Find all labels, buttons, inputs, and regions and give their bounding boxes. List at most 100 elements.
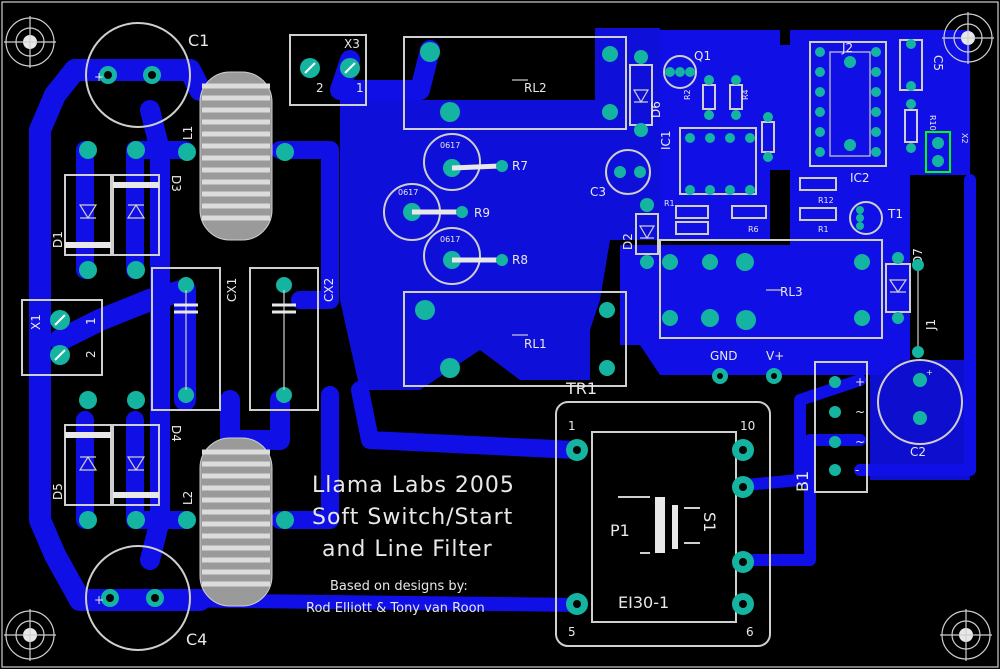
terminal-x1: X1 1 2 bbox=[21, 299, 103, 376]
terminal-x3: X3 2 1 bbox=[289, 34, 367, 106]
resistor-r4: R4 bbox=[729, 75, 750, 120]
polarity-mark: + bbox=[926, 368, 933, 377]
tr1-pin-10: 10 bbox=[740, 419, 755, 433]
label-r10: R10 bbox=[928, 115, 937, 131]
relay-rl1: RL1 bbox=[403, 291, 627, 387]
label-vplus: V+ bbox=[766, 349, 784, 363]
label-c4: C4 bbox=[186, 630, 207, 649]
mount-hole-tr-icon bbox=[942, 12, 994, 64]
capacitor-c3: C3 bbox=[590, 149, 651, 199]
label-x1: X1 bbox=[29, 314, 43, 330]
board-title: Llama Labs 2005 Soft Switch/Start and Li… bbox=[306, 473, 515, 616]
label-r1: R1 bbox=[664, 199, 675, 208]
label-d1: D1 bbox=[51, 231, 65, 248]
therm-code: 0617 bbox=[440, 141, 460, 150]
label-r6: R6 bbox=[748, 225, 759, 234]
label-cx2: CX2 bbox=[322, 278, 336, 302]
label-t1: T1 bbox=[887, 207, 903, 221]
ic1: IC1 bbox=[659, 127, 757, 195]
x1-pin-1: 1 bbox=[84, 317, 98, 325]
therm-code: 0617 bbox=[440, 235, 460, 244]
terminal-x2: X2 bbox=[925, 131, 969, 173]
resistor-r1-left: R1 bbox=[664, 199, 709, 219]
label-b1: B1 bbox=[793, 471, 812, 492]
inductor-l1: L1 bbox=[178, 71, 294, 241]
resistor-r12: R12 bbox=[799, 177, 837, 205]
copper-layer bbox=[29, 28, 976, 612]
label-j1: J1 bbox=[924, 319, 938, 331]
capacitor-c5: C5 bbox=[899, 39, 945, 91]
tr1-pin-6: 6 bbox=[746, 625, 754, 639]
thermistor-r9: 0617 R9 bbox=[383, 183, 490, 241]
bridge-ac1: ~ bbox=[855, 405, 865, 419]
mount-hole-tl-icon bbox=[4, 16, 56, 68]
connector-j2: J2 bbox=[809, 41, 887, 167]
credit-line-2: Rod Elliott & Tony van Roon bbox=[306, 601, 485, 616]
x3-pin-2: 2 bbox=[316, 81, 324, 95]
label-r8: R8 bbox=[512, 253, 528, 267]
credit-line-1: Based on designs by: bbox=[330, 579, 468, 594]
capacitor-cx1: CX1 bbox=[151, 267, 239, 411]
capacitor-cx2: CX2 bbox=[249, 267, 336, 411]
label-r1: R1 bbox=[818, 225, 829, 234]
bridge-b1: + ~ ~ - B1 bbox=[793, 361, 868, 493]
diode-d3: D3 bbox=[112, 141, 183, 279]
label-l1: L1 bbox=[181, 126, 195, 140]
label-r9: R9 bbox=[474, 206, 490, 220]
resistor-r5 bbox=[761, 112, 775, 162]
resistor-r1-right: R1 bbox=[799, 207, 837, 234]
label-r2: R2 bbox=[683, 89, 692, 100]
label-x3: X3 bbox=[344, 37, 360, 51]
title-line-2: Soft Switch/Start bbox=[312, 505, 513, 530]
jumper-j1: J1 bbox=[912, 259, 938, 358]
label-j2: J2 bbox=[841, 41, 853, 55]
transformer-tr1: TR1 1 10 5 6 P1 S1 EI30-1 bbox=[555, 379, 771, 647]
capacitor-c4: + C4 bbox=[85, 545, 207, 651]
label-ei30: EI30-1 bbox=[618, 593, 669, 612]
label-l2: L2 bbox=[181, 491, 195, 505]
pad-gnd: GND bbox=[710, 349, 738, 384]
label-q1: Q1 bbox=[694, 49, 711, 63]
label-x2: X2 bbox=[960, 133, 969, 144]
label-r4: R4 bbox=[741, 89, 750, 100]
label-rl2: RL2 bbox=[524, 81, 547, 95]
diode-d2: D2 bbox=[621, 198, 659, 269]
x3-pin-1: 1 bbox=[356, 81, 364, 95]
mount-hole-br-icon bbox=[940, 609, 992, 661]
relay-rl2: RL2 bbox=[403, 36, 627, 130]
resistor-r3 bbox=[675, 221, 709, 235]
label-s1: S1 bbox=[700, 512, 719, 532]
label-r12: R12 bbox=[818, 196, 834, 205]
inductor-l2: L2 bbox=[178, 437, 294, 607]
diode-d1: D1 bbox=[51, 141, 112, 279]
resistor-r6: R6 bbox=[731, 205, 767, 234]
label-d4: D4 bbox=[169, 425, 183, 442]
relay-rl3: RL3 bbox=[659, 239, 883, 339]
tr1-pin-1: 1 bbox=[568, 419, 576, 433]
title-line-3: and Line Filter bbox=[322, 537, 493, 562]
tr1-pin-5: 5 bbox=[568, 625, 576, 639]
diode-d7: D7 bbox=[885, 248, 925, 324]
diode-d5: D5 bbox=[51, 391, 112, 529]
bridge-ac2: ~ bbox=[855, 435, 865, 449]
pad-vplus: V+ bbox=[766, 349, 784, 384]
resistor-r2: R2 bbox=[683, 75, 716, 120]
label-c3: C3 bbox=[590, 185, 606, 199]
resistor-r10: R10 bbox=[904, 99, 937, 153]
diode-d6: D6 bbox=[629, 50, 663, 137]
label-c1: C1 bbox=[188, 31, 209, 50]
polarity-mark: + bbox=[94, 593, 104, 607]
therm-code: 0617 bbox=[398, 188, 418, 197]
ic2: IC2 bbox=[850, 171, 870, 185]
x1-pin-2: 2 bbox=[84, 350, 98, 358]
label-rl3: RL3 bbox=[780, 285, 803, 299]
transistor-q1: Q1 bbox=[663, 49, 711, 89]
title-line-1: Llama Labs 2005 bbox=[312, 473, 515, 498]
label-c5: C5 bbox=[931, 55, 945, 71]
label-cx1: CX1 bbox=[225, 278, 239, 302]
label-ic1: IC1 bbox=[659, 130, 673, 150]
mount-hole-bl-icon bbox=[4, 609, 56, 661]
label-p1: P1 bbox=[610, 521, 630, 540]
